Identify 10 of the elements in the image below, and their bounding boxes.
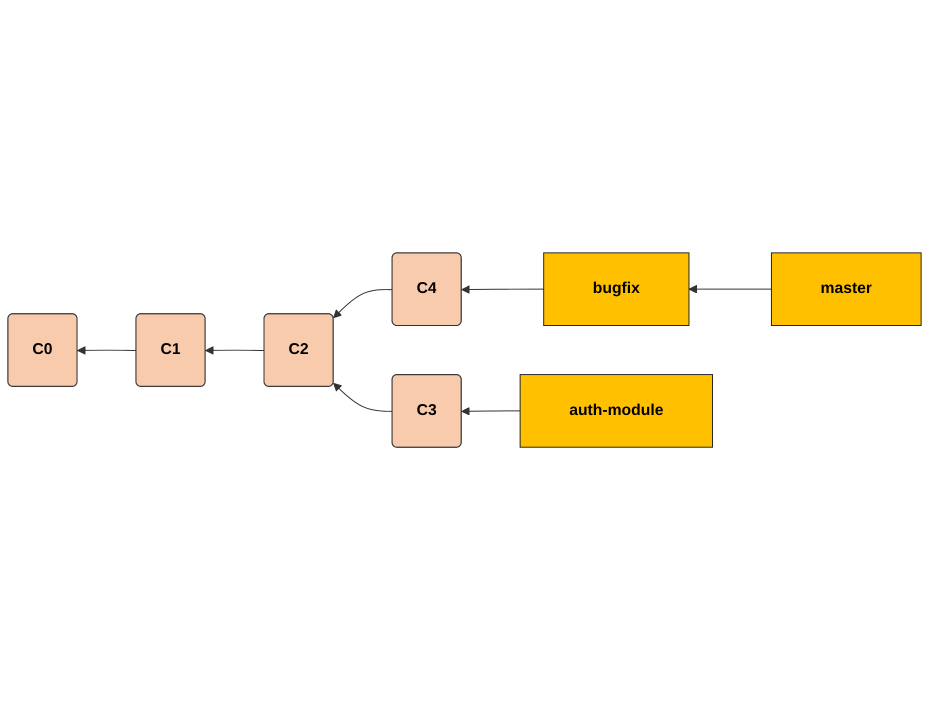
node-box: auth-module [520, 374, 714, 448]
node-box: bugfix [543, 252, 690, 326]
arrow [333, 290, 394, 319]
node-box: master [770, 252, 922, 326]
arrow [77, 346, 137, 356]
arrow [461, 407, 521, 416]
arrow [205, 346, 265, 356]
arrow [333, 383, 394, 412]
arrow [461, 286, 544, 294]
arrow [688, 285, 772, 294]
